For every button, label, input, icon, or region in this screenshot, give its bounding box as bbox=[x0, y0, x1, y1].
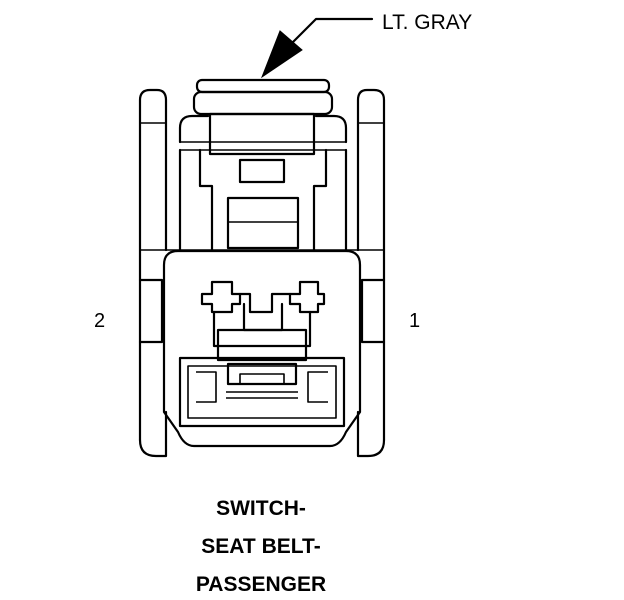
color-callout: LT. GRAY bbox=[260, 11, 472, 79]
center-window bbox=[226, 196, 300, 250]
title-line-3: PASSENGER bbox=[196, 573, 326, 596]
upper-housing bbox=[166, 148, 358, 252]
connector-body bbox=[138, 78, 386, 458]
right-rail bbox=[356, 88, 386, 458]
callout-leader-line bbox=[288, 17, 374, 47]
pin-label-right: 1 bbox=[409, 310, 420, 332]
connector-title: SWITCH- SEAT BELT- PASSENGER bbox=[196, 497, 326, 596]
color-label: LT. GRAY bbox=[382, 11, 472, 34]
mating-face bbox=[162, 249, 362, 448]
pin-label-left: 2 bbox=[94, 310, 105, 332]
top-latch bbox=[178, 78, 348, 156]
callout-arrowhead bbox=[260, 30, 303, 79]
title-line-2: SEAT BELT- bbox=[201, 535, 320, 558]
title-line-1: SWITCH- bbox=[216, 497, 306, 520]
left-rail bbox=[138, 88, 168, 458]
